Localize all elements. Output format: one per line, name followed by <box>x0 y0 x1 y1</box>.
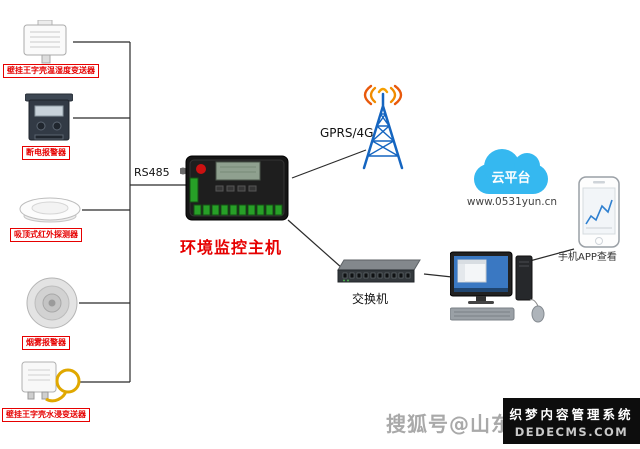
environment-monitor-host-icon <box>179 146 296 236</box>
gprs-antenna-tower-icon <box>352 80 414 174</box>
gprs-label: GPRS/4G <box>320 126 374 140</box>
rs485-bus-label: RS485 <box>134 166 170 179</box>
network-switch-icon <box>334 256 426 294</box>
phone-app-label: 手机APP查看 <box>558 252 617 263</box>
label-ceiling-ir-detector: 吸顶式红外探测器 <box>10 228 82 242</box>
host-label: 环境监控主机 <box>180 238 283 257</box>
desktop-computer-icon <box>449 248 550 332</box>
power-failure-alarm-icon <box>24 92 74 148</box>
cloud-url: www.0531yun.cn <box>466 196 558 208</box>
label-water-leak-transmitter: 壁挂王字壳水浸变送器 <box>2 408 90 422</box>
label-power-failure-alarm: 断电报警器 <box>22 146 70 160</box>
switch-label: 交换机 <box>352 292 389 306</box>
watermark-text: 搜狐号@山东 <box>386 412 512 436</box>
cms-badge-line2: DEDECMS.COM <box>514 424 629 439</box>
label-temp-humidity-transmitter: 壁挂王字壳温湿度变送器 <box>3 64 99 78</box>
label-smoke-alarm: 烟雾报警器 <box>22 336 70 350</box>
temp-humidity-transmitter-icon <box>18 19 73 68</box>
cloud-platform-icon: 云平台 <box>474 149 548 194</box>
water-leak-transmitter-icon <box>20 358 82 410</box>
smoke-alarm-icon <box>25 276 79 334</box>
cms-badge: 织梦内容管理系统 DEDECMS.COM <box>503 398 640 444</box>
ceiling-ir-detector-icon <box>18 196 82 228</box>
cms-badge-line1: 织梦内容管理系统 <box>509 406 634 422</box>
cloud-platform-label: 云平台 <box>491 171 531 186</box>
smartphone-icon <box>578 176 620 252</box>
